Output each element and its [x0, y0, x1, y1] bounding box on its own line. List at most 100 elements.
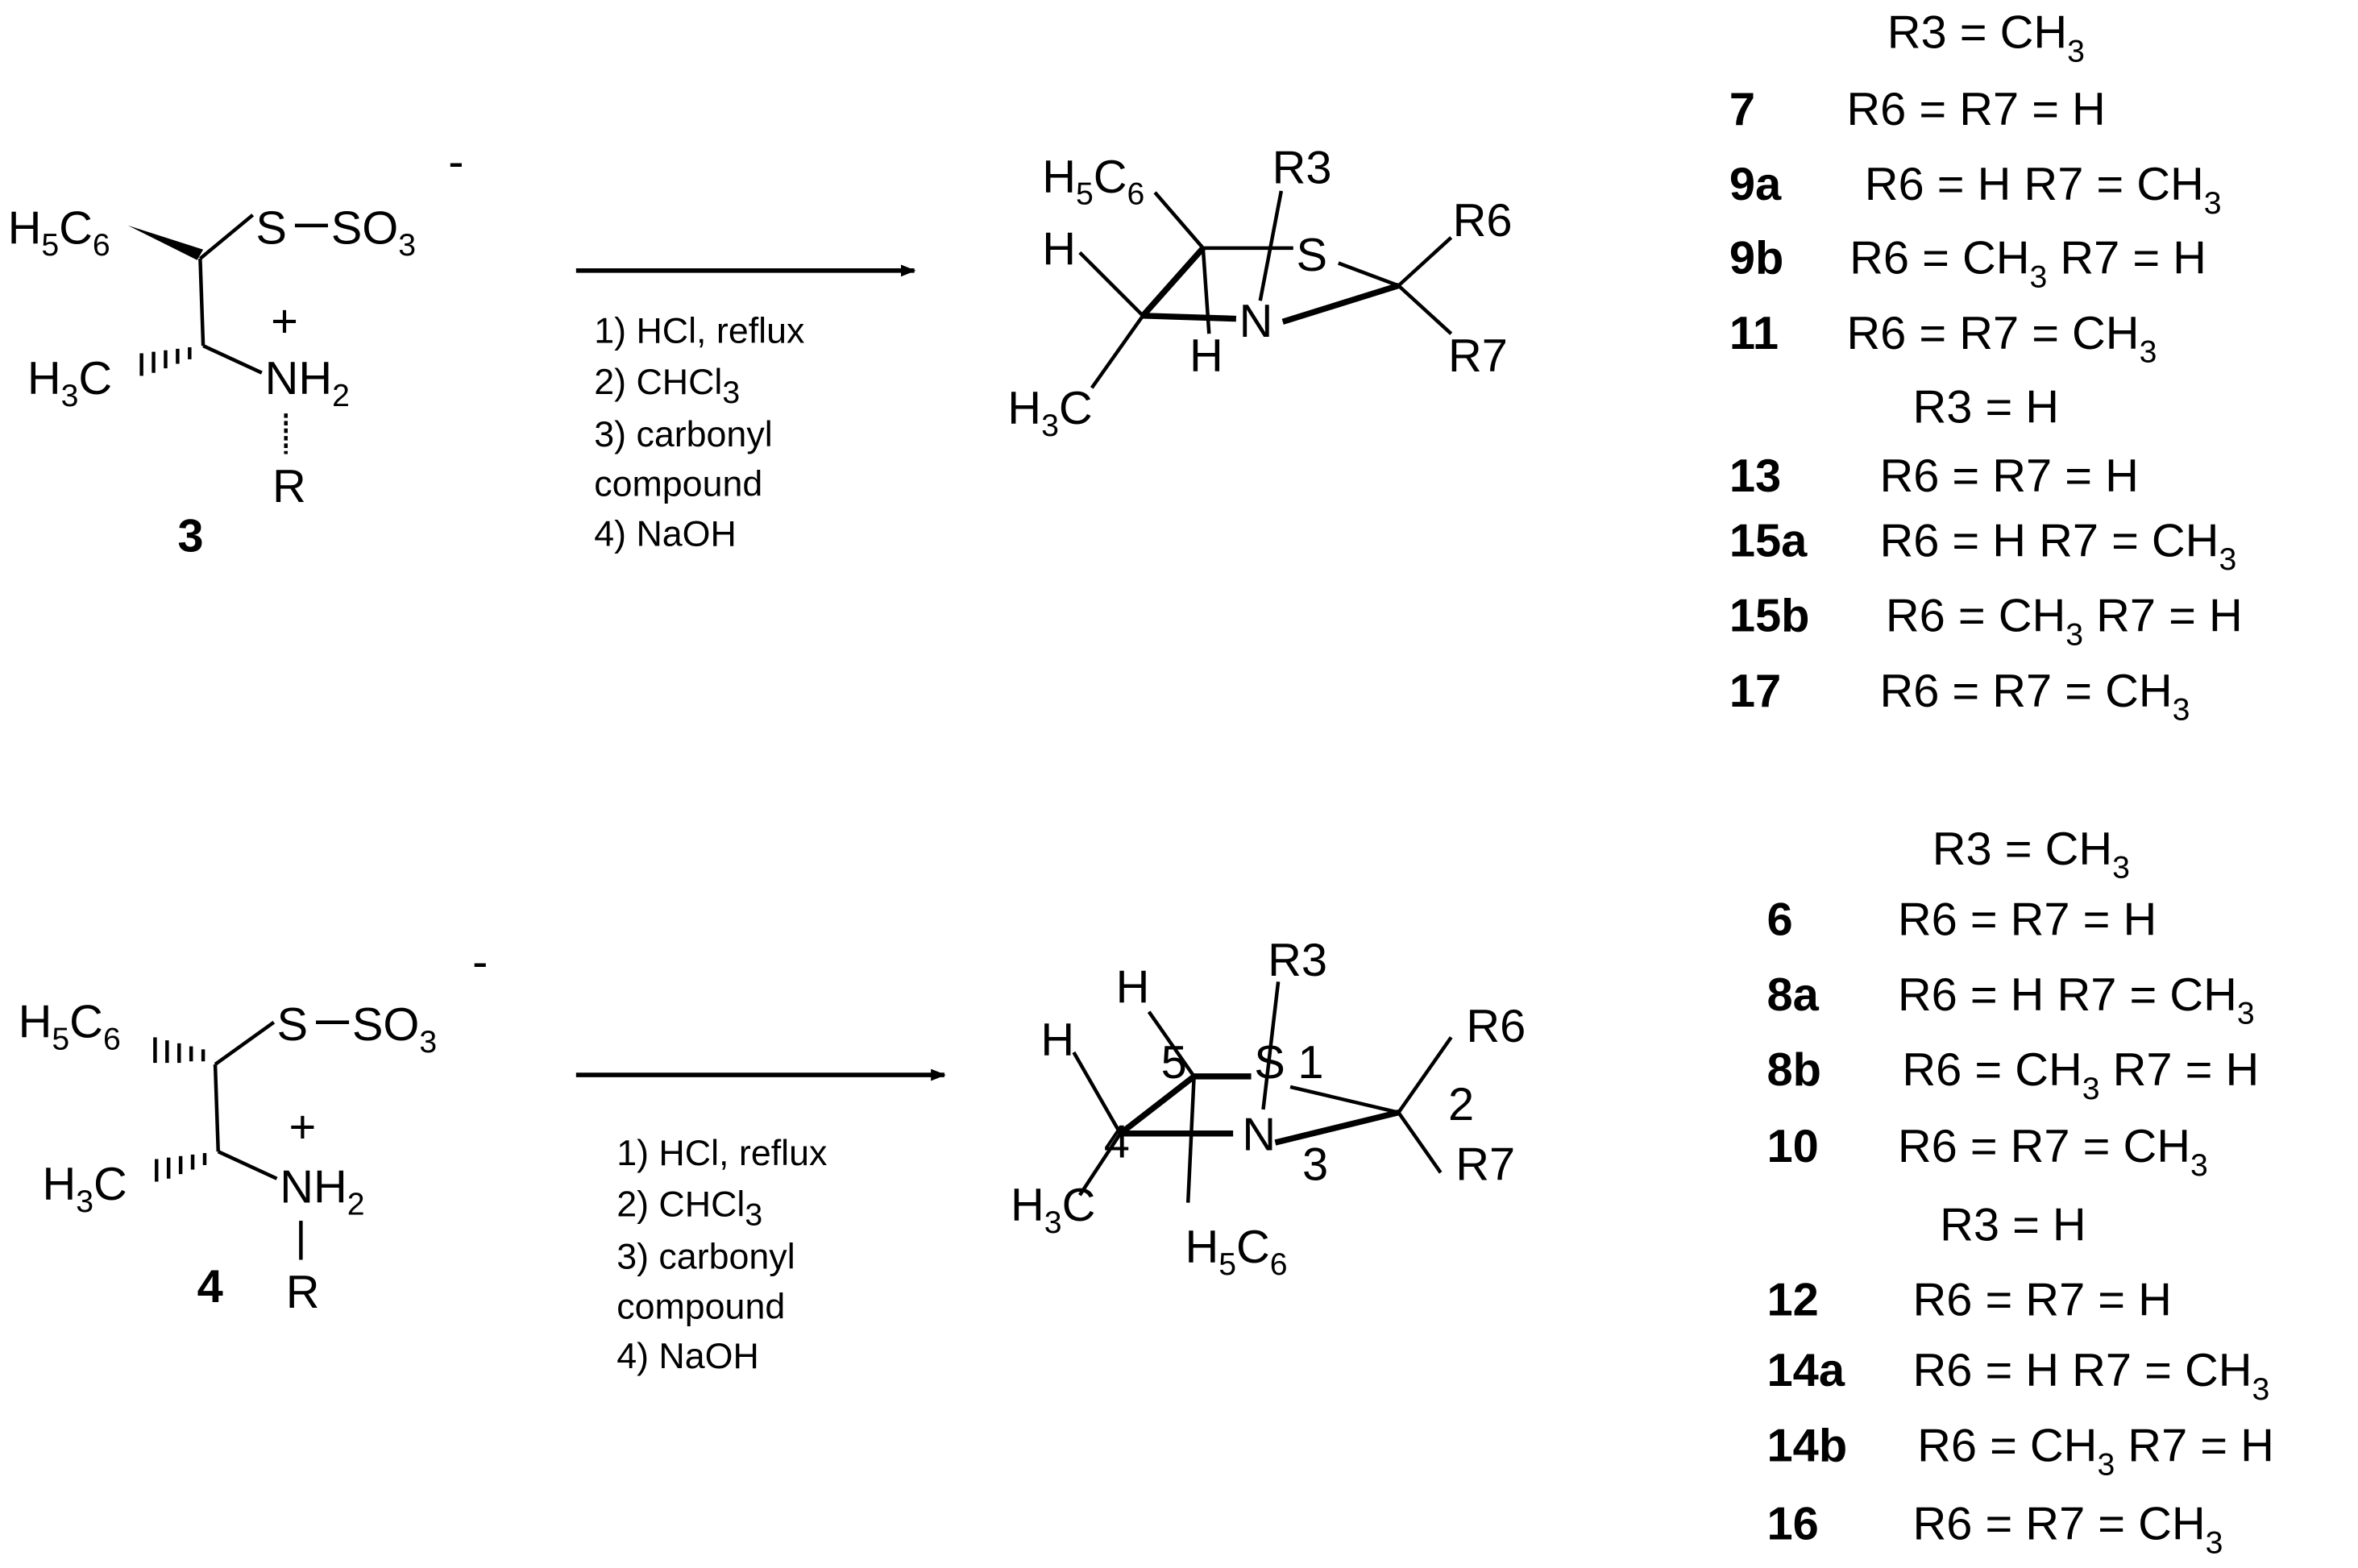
compound-id: 14a: [1767, 1345, 1845, 1396]
negative-charge: -: [472, 936, 488, 988]
bond: [213, 1064, 221, 1152]
r7-label: R7: [1448, 330, 1508, 382]
wedge-bond: [127, 225, 204, 260]
compound-id: 16: [1767, 1499, 1819, 1550]
product-thiazolidine-top: H5C6 R3 H S R6 N H R7 H3C: [1007, 143, 1512, 443]
r-label: R: [286, 1267, 320, 1318]
substituent-formula: R6 = R7 = CH3: [1898, 1121, 2208, 1183]
nitrogen-label: N: [1239, 296, 1273, 347]
group-header: R3 = H: [1940, 1199, 2086, 1251]
substituent-formula: R6 = R7 = H: [1846, 84, 2105, 135]
r7-label: R7: [1455, 1139, 1515, 1191]
hydrogen-label: H: [1189, 330, 1223, 382]
r3-label: R3: [1268, 935, 1327, 986]
phenyl-label: H5C6: [1185, 1222, 1287, 1282]
substituent-formula: R6 = R7 = H: [1898, 894, 2157, 946]
bond: [198, 258, 205, 346]
sulfur-label: S: [1297, 230, 1328, 281]
substituent-formula: R6 = CH3 R7 = H: [1849, 233, 2206, 295]
substituent-formula: R6 = R7 = H: [1879, 450, 2138, 502]
compound-id: 17: [1729, 666, 1781, 717]
condition-step: 4) NaOH: [616, 1336, 759, 1376]
ring-bonds: [1072, 981, 1453, 1203]
group-header: R3 = CH3: [1932, 823, 2130, 886]
condition-step: 2) CHCl3: [616, 1184, 762, 1232]
substituent-formula: R6 = R7 = CH3: [1846, 308, 2157, 370]
substituent-formula: R6 = R7 = CH3: [1912, 1499, 2223, 1561]
compound-id: 9a: [1729, 159, 1782, 210]
positive-charge: +: [271, 296, 298, 347]
ring-number: 3: [1302, 1139, 1328, 1191]
hashed-bond: [155, 1153, 207, 1182]
r3-label: R3: [1272, 143, 1332, 194]
hashed-bond: [139, 346, 192, 376]
substituent-formula: R6 = R7 = H: [1912, 1275, 2171, 1326]
compound-id: 13: [1729, 450, 1781, 502]
compound-id: 4: [197, 1261, 223, 1313]
substituent-formula: R6 = CH3 R7 = H: [1917, 1421, 2274, 1483]
bond: [202, 344, 263, 375]
amine-label: NH2: [280, 1162, 364, 1222]
compound-id: 15b: [1729, 591, 1810, 642]
ring-bonds: [1078, 190, 1453, 389]
methyl-label: H3C: [1011, 1180, 1095, 1240]
methyl-label: H3C: [42, 1159, 127, 1219]
condition-step: 3) carbonyl: [594, 414, 772, 454]
compound-id: 8a: [1767, 969, 1820, 1021]
compound-id: 15a: [1729, 515, 1808, 566]
compound-id: 7: [1729, 84, 1755, 135]
hydrogen-label: H: [1042, 223, 1076, 275]
bond: [217, 1150, 278, 1180]
compound-id: 6: [1767, 894, 1793, 946]
sulfur-label: S: [277, 999, 309, 1051]
compound-id: 12: [1767, 1275, 1819, 1326]
condition-step: 1) HCl, reflux: [594, 310, 804, 351]
compound-id: 8b: [1767, 1044, 1822, 1096]
positive-charge: +: [289, 1101, 316, 1153]
reaction-conditions: 1) HCl, reflux 2) CHCl3 3) carbonyl comp…: [594, 310, 804, 554]
bond: [214, 1020, 276, 1066]
condition-step: compound: [594, 464, 762, 504]
condition-step: 1) HCl, reflux: [616, 1133, 827, 1173]
substituent-formula: R6 = H R7 = CH3: [1898, 969, 2255, 1031]
methyl-label: H3C: [27, 353, 112, 413]
substituent-formula: R6 = R7 = CH3: [1879, 666, 2190, 728]
substituent-formula: R6 = CH3 R7 = H: [1902, 1044, 2259, 1106]
substituent-formula: R6 = H R7 = CH3: [1865, 159, 2222, 221]
condition-step: 2) CHCl3: [594, 362, 740, 410]
r6-label: R6: [1466, 1001, 1526, 1052]
methyl-label: H3C: [1007, 383, 1092, 443]
condition-step: 4) NaOH: [594, 513, 737, 554]
hashed-bond: [153, 1037, 205, 1064]
substituent-formula: R6 = H R7 = CH3: [1912, 1345, 2269, 1407]
phenyl-label: H5C6: [8, 202, 110, 263]
ring-number: 2: [1448, 1079, 1474, 1130]
reactant-4: H5C6 S SO3 - H3C NH2 + R 4: [19, 936, 488, 1318]
hydrogen-label: H: [1116, 961, 1150, 1013]
sulfonate-label: SO3: [352, 999, 437, 1060]
phenyl-label: H5C6: [1042, 151, 1144, 212]
substituent-formula: R6 = H R7 = CH3: [1879, 515, 2236, 577]
compound-id: 10: [1767, 1121, 1819, 1172]
r-label: R: [272, 461, 306, 512]
substituent-formula: R6 = CH3 R7 = H: [1886, 591, 2243, 653]
nitrogen-label: N: [1242, 1109, 1276, 1160]
reaction-conditions: 1) HCl, reflux 2) CHCl3 3) carbonyl comp…: [616, 1133, 827, 1376]
product-thiazolidine-bottom: H R3 H 5 S 1 R6 2 N 3 4 R7 H3C H5C6: [1011, 935, 1526, 1282]
compound-id: 9b: [1729, 233, 1784, 284]
compound-id: 11: [1729, 308, 1779, 359]
amine-label: NH2: [265, 353, 350, 413]
condition-step: compound: [616, 1286, 785, 1326]
reactant-3: H5C6 S SO3 - H3C NH2 + R 3: [8, 136, 464, 562]
hydrogen-label: H: [1040, 1014, 1074, 1066]
phenyl-label: H5C6: [19, 996, 121, 1056]
bond: [198, 214, 255, 260]
negative-charge: -: [448, 136, 463, 188]
group-header: R3 = H: [1912, 381, 2059, 433]
condition-step: 3) carbonyl: [616, 1237, 795, 1277]
sulfur-label: S: [255, 202, 287, 254]
group-header: R3 = CH3: [1887, 7, 2085, 69]
